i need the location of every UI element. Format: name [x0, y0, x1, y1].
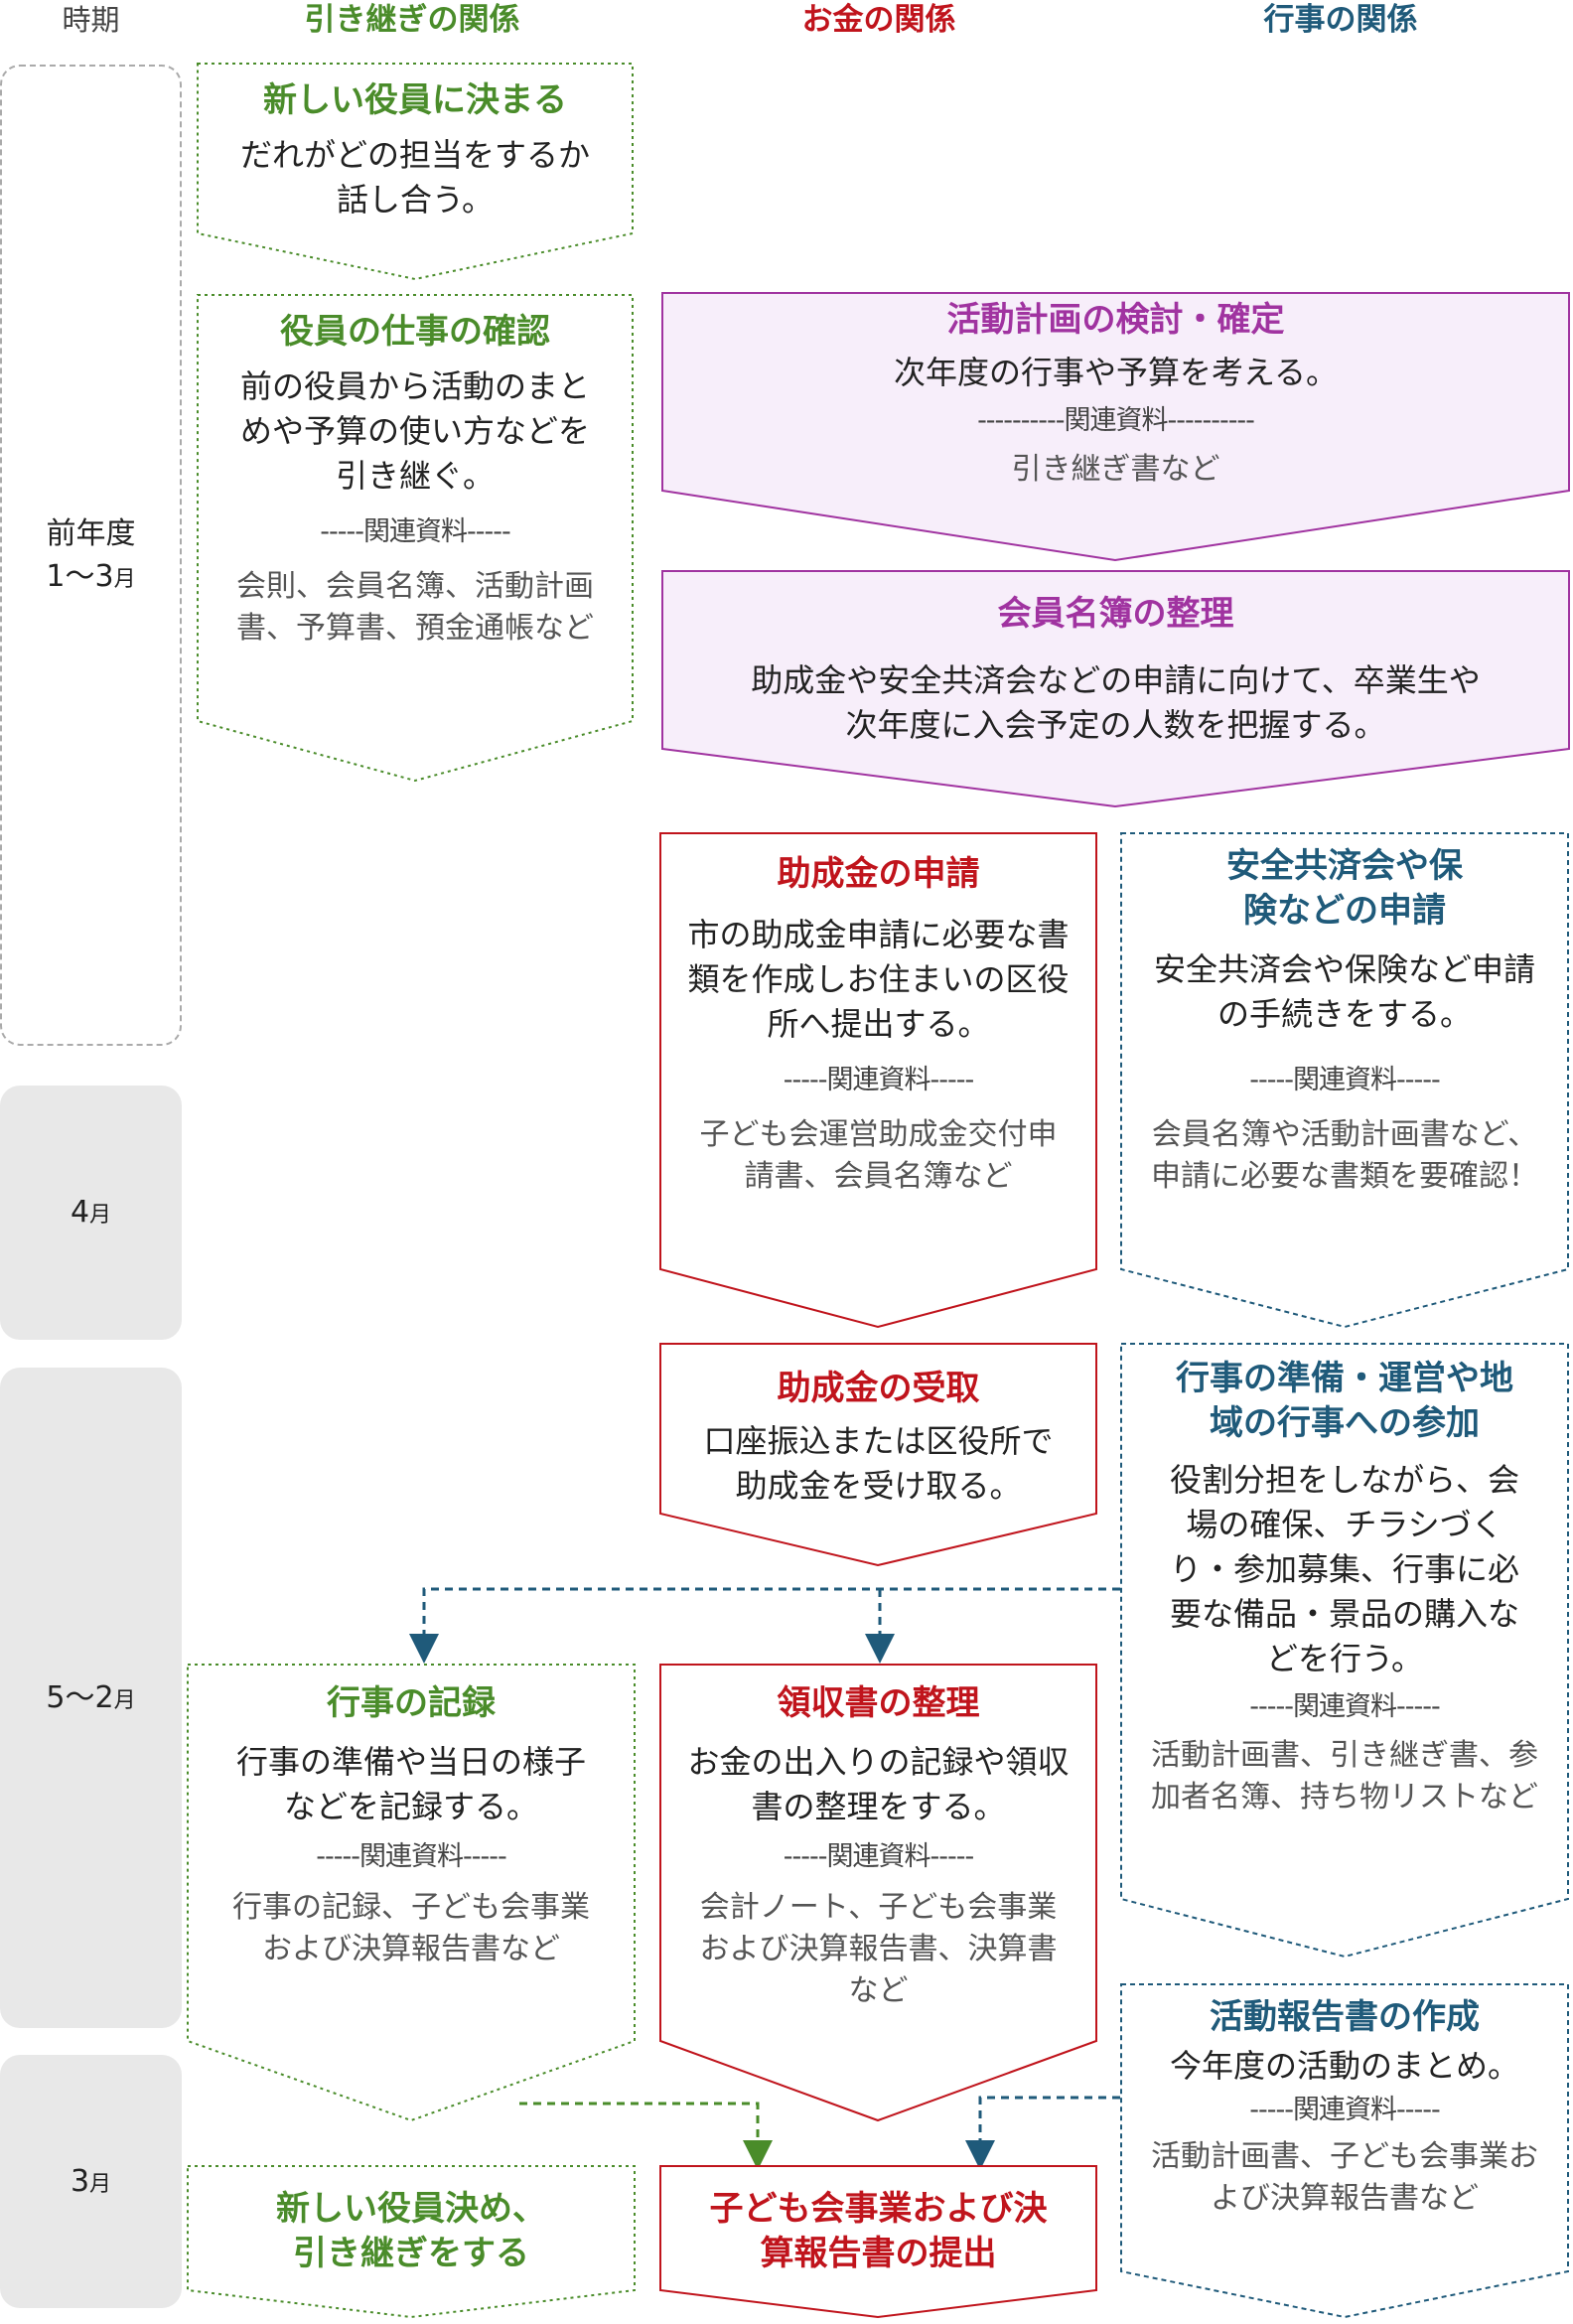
box-insurance-apply-sep: -----関連資料----- [1249, 1065, 1440, 1095]
period-april-unit: 月 [89, 1203, 112, 1229]
box-receipts-title: 領収書の整理 [777, 1683, 980, 1723]
box-insurance-apply-ref: 会員名簿や活動計画書など、申請に必要な書類を要確認！ [1151, 1117, 1538, 1194]
box-event-record: 行事の記録 行事の準備や当日の様子などを記録する。 -----関連資料-----… [187, 1664, 636, 2122]
box-activity-report-sep: -----関連資料----- [1249, 2095, 1440, 2125]
box-grant-receive-desc: 口座振込または区役所で助成金を受け取る。 [703, 1422, 1054, 1505]
box-grant-apply-sep: -----関連資料----- [783, 1065, 974, 1095]
period-prev-year-label: 前年度 [46, 515, 136, 551]
box-grant-apply: 助成金の申請 市の助成金申請に必要な書類を作成しお住まいの区役所へ提出する。 -… [659, 832, 1097, 1329]
box-plan-review: 活動計画の検討・確定 次年度の行事や予算を考える。 ----------関連資料… [661, 292, 1570, 562]
period-april-value: 4 [70, 1195, 90, 1231]
box-new-officers: 新しい役員に決まる だれがどの担当をするか話し合う。 [197, 63, 634, 281]
box-activity-report-title: 活動報告書の作成 [1210, 1997, 1480, 2037]
period-may-feb-value: 5～2 [46, 1679, 114, 1715]
box-plan-review-ref: 引き継ぎ書など [1011, 452, 1220, 487]
box-officer-work-title: 役員の仕事の確認 [280, 312, 550, 352]
box-plan-review-sep: ----------関連資料---------- [977, 405, 1255, 436]
box-member-list-desc: 助成金や安全共済会などの申請に向けて、卒業生や次年度に入会予定の人数を把握する。 [751, 661, 1481, 744]
box-final-report: 子ども会事業および決算報告書の提出 [659, 2165, 1097, 2319]
box-member-list: 会員名簿の整理 助成金や安全共済会などの申請に向けて、卒業生や次年度に入会予定の… [661, 570, 1570, 808]
box-receipts-ref: 会計ノート、子ども会事業および決算報告書、決算書など [699, 1890, 1058, 2008]
header-money: お金の関係 [801, 2, 956, 38]
box-plan-review-title: 活動計画の検討・確定 [946, 300, 1285, 340]
period-prev-year-value: 1～3 [46, 559, 114, 594]
box-new-officers-handover: 新しい役員決め、引き継ぎをする [187, 2165, 636, 2319]
box-event-record-ref: 行事の記録、子ども会事業および決算報告書など [232, 1890, 590, 1966]
box-officer-work: 役員の仕事の確認 前の役員から活動のまとめや予算の使い方などを引き継ぐ。 ---… [197, 294, 634, 783]
box-insurance-apply-desc: 安全共済会や保険など申請の手続きをする。 [1154, 950, 1536, 1033]
period-march-unit: 月 [89, 2171, 112, 2197]
box-event-record-sep: -----関連資料----- [316, 1841, 506, 1872]
box-grant-apply-desc: 市の助成金申請に必要な書類を作成しお住まいの区役所へ提出する。 [687, 916, 1070, 1043]
header-events: 行事の関係 [1263, 2, 1418, 38]
period-may-feb-unit: 月 [113, 1687, 136, 1713]
box-receipts: 領収書の整理 お金の出入りの記録や領収書の整理をする。 -----関連資料---… [659, 1664, 1097, 2122]
period-march: 3月 [0, 2055, 182, 2308]
period-prev-year: 前年度 1～3月 [0, 65, 182, 1046]
box-activity-report-desc: 今年度の活動のまとめ。 [1169, 2047, 1519, 2085]
box-event-record-title: 行事の記録 [327, 1683, 496, 1723]
box-activity-report: 活動報告書の作成 今年度の活動のまとめ。 -----関連資料----- 活動計画… [1120, 1983, 1569, 2319]
box-new-officers-desc: だれがどの担当をするか話し合う。 [239, 136, 590, 218]
box-final-report-title: 子ども会事業および決算報告書の提出 [709, 2189, 1048, 2273]
box-officer-work-ref: 会則、会員名簿、活動計画書、予算書、預金通帳など [236, 569, 594, 646]
box-new-officers-handover-title: 新しい役員決め、引き継ぎをする [276, 2189, 546, 2273]
connector-events-to-record-receipts [409, 1587, 1120, 1664]
box-grant-receive: 助成金の受取 口座振込または区役所で助成金を受け取る。 [659, 1343, 1097, 1567]
period-april: 4月 [0, 1086, 182, 1340]
box-receipts-desc: お金の出入りの記録や領収書の整理をする。 [687, 1743, 1070, 1825]
box-new-officers-title: 新しい役員に決まる [263, 80, 567, 120]
box-receipts-sep: -----関連資料----- [783, 1841, 974, 1872]
box-grant-apply-ref: 子ども会運営助成金交付申請書、会員名簿など [699, 1117, 1058, 1194]
box-event-prep-title: 行事の準備・運営や地域の行事への参加 [1176, 1359, 1513, 1443]
connector-report-to-final [965, 2096, 1120, 2170]
box-grant-receive-title: 助成金の受取 [777, 1369, 980, 1408]
header-period: 時期 [62, 3, 120, 37]
header-handover: 引き継ぎの関係 [304, 2, 520, 38]
box-insurance-apply-title: 安全共済会や保険などの申請 [1226, 846, 1463, 931]
box-plan-review-desc: 次年度の行事や予算を考える。 [893, 354, 1339, 391]
box-officer-work-sep: -----関連資料----- [320, 516, 510, 547]
connector-record-to-final [519, 2102, 773, 2170]
period-may-feb: 5～2月 [0, 1368, 182, 2028]
box-event-prep: 行事の準備・運営や地域の行事への参加 役割分担をしながら、会場の確保、チラシづく… [1120, 1343, 1569, 1959]
box-event-prep-sep: -----関連資料----- [1249, 1691, 1440, 1722]
box-activity-report-ref: 活動計画書、子ども会事業および決算報告書など [1151, 2139, 1538, 2216]
box-member-list-title: 会員名簿の整理 [997, 594, 1234, 634]
box-event-record-desc: 行事の準備や当日の様子などを記録する。 [235, 1743, 586, 1825]
box-event-prep-desc: 役割分担をしながら、会場の確保、チラシづくり・参加募集、行事に必要な備品・景品の… [1169, 1461, 1519, 1677]
period-march-value: 3 [70, 2163, 90, 2199]
box-insurance-apply: 安全共済会や保険などの申請 安全共済会や保険など申請の手続きをする。 -----… [1120, 832, 1569, 1329]
box-event-prep-ref: 活動計画書、引き継ぎ書、参加者名簿、持ち物リストなど [1151, 1738, 1538, 1815]
period-prev-year-unit: 月 [113, 567, 136, 592]
box-grant-apply-title: 助成金の申請 [777, 854, 980, 894]
box-officer-work-desc: 前の役員から活動のまとめや予算の使い方などを引き継ぐ。 [239, 367, 590, 495]
